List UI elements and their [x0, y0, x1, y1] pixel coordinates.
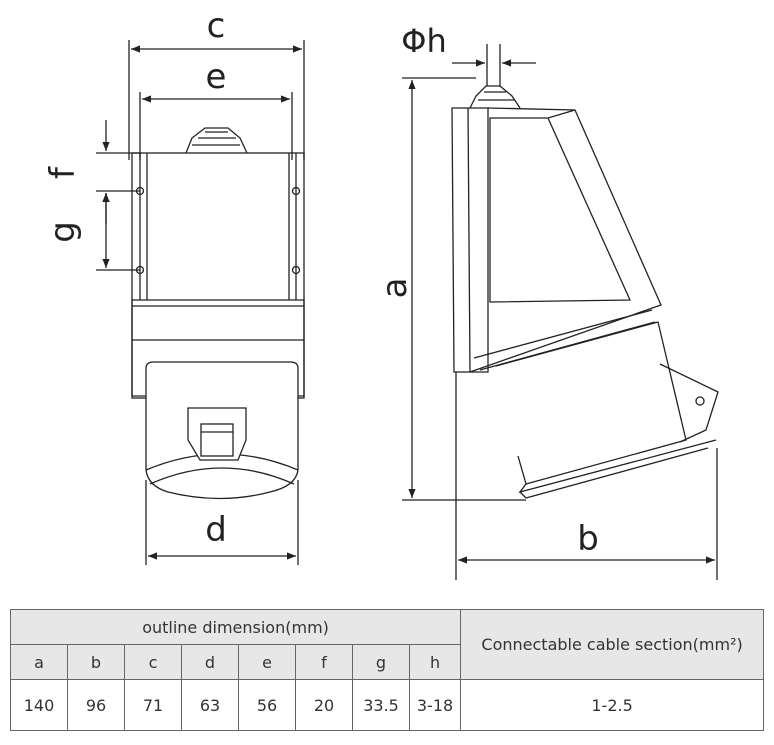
value-h: 3-18: [408, 679, 462, 731]
lid-latch: [187, 407, 247, 461]
outline-dimension-header: outline dimension(mm): [9, 609, 462, 645]
side-dimensions: [402, 59, 718, 580]
col-header-g: g: [352, 644, 410, 680]
cable-section-value: 1-2.5: [460, 679, 765, 731]
col-header-b: b: [67, 644, 125, 680]
side-cable-gland: [469, 85, 521, 109]
back-plate: [451, 107, 489, 373]
value-a: 140: [10, 679, 68, 731]
mounting-plate: [131, 152, 305, 399]
mounting-hole: [291, 265, 301, 275]
label-c: c: [207, 6, 226, 46]
label-e: e: [206, 57, 227, 97]
side-lid: [659, 363, 719, 443]
dimension-table: outline dimension(mm) Connectable cable …: [9, 609, 765, 731]
col-header-e: e: [238, 644, 296, 680]
label-b: b: [577, 519, 599, 559]
col-header-h: h: [408, 644, 462, 680]
label-d: d: [205, 510, 227, 550]
label-g: g: [43, 221, 83, 243]
col-header-f: f: [295, 644, 353, 680]
value-f: 20: [295, 679, 353, 731]
mounting-hole: [291, 186, 301, 196]
label-a: a: [375, 278, 415, 299]
side-view: [451, 44, 719, 499]
value-e: 56: [238, 679, 296, 731]
value-c: 71: [124, 679, 182, 731]
label-h: Φh: [401, 22, 446, 60]
col-header-a: a: [10, 644, 68, 680]
front-view: [131, 127, 305, 500]
socket-outline-drawing: c e d f g a b Φh: [43, 6, 719, 580]
label-f: f: [43, 166, 83, 179]
col-header-d: d: [181, 644, 239, 680]
col-header-c: c: [124, 644, 182, 680]
front-dimensions: [96, 40, 305, 565]
cable-section-header: Connectable cable section(mm²): [460, 609, 765, 680]
value-b: 96: [67, 679, 125, 731]
side-window: [489, 117, 631, 303]
socket-tube: [495, 321, 687, 485]
cable-gland: [185, 127, 248, 154]
value-g: 33.5: [352, 679, 410, 731]
lid-hinge-hole: [695, 396, 705, 406]
value-d: 63: [181, 679, 239, 731]
